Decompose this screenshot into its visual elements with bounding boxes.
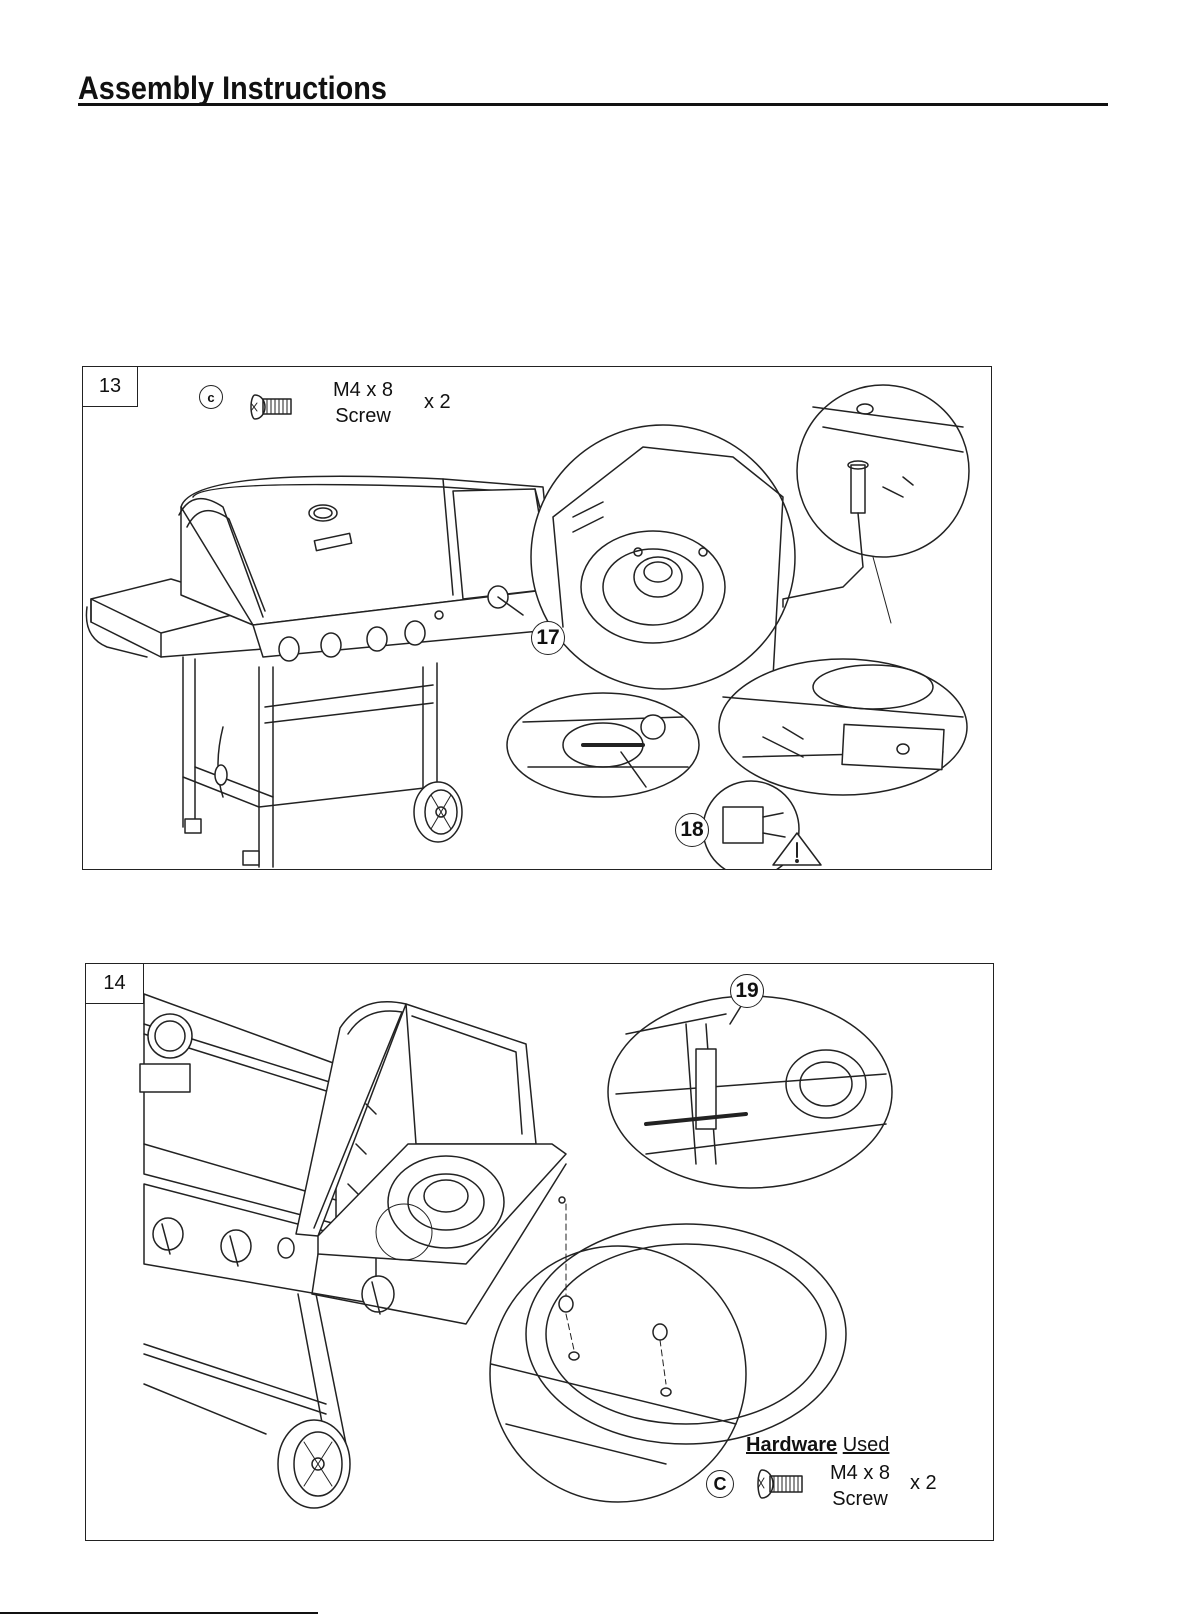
screw-icon [758,1470,802,1498]
hardware-name: Screw [323,403,403,429]
page-title: Assembly Instructions [78,70,387,107]
callout-18: 18 [675,813,709,847]
callout-17: 17 [531,621,565,655]
hardware-quantity: x 2 [424,391,451,414]
detail-connection-circle [719,659,967,795]
hardware-spec: M4 x 8 Screw [820,1460,900,1512]
step-14-panel: 14 19 Hardware Used C M4 x 8 Screw x 2 [85,963,994,1541]
hardware-size: M4 x 8 [323,377,403,403]
hardware-name: Screw [820,1486,900,1512]
step-13-drawing [83,367,991,869]
footer-rule [0,1612,318,1614]
grill-overview-drawing [86,476,561,867]
detail-hose-circle [507,693,699,797]
grill-closeup-drawing [140,994,566,1508]
hardware-used-heading: Hardware Used [746,1434,889,1457]
step-number: 13 [83,367,138,407]
hardware-used-rest: Used [843,1434,890,1456]
callout-19: 19 [730,974,764,1008]
step-13-panel: 13 c M4 x 8 Screw x 2 17 18 [82,366,992,870]
hardware-used-bold: Hardware [746,1434,837,1456]
title-rule [78,103,1108,106]
step-number: 14 [86,964,144,1004]
detail-igniter-circle [608,996,892,1188]
screw-icon [251,395,291,419]
hardware-letter: C [706,1470,734,1498]
detail-valve-circle [783,385,969,623]
hardware-quantity: x 2 [910,1472,937,1495]
detail-side-burner-circle [531,425,795,689]
hardware-size: M4 x 8 [820,1460,900,1486]
hardware-spec: M4 x 8 Screw [323,377,403,429]
hardware-letter: c [199,385,223,409]
